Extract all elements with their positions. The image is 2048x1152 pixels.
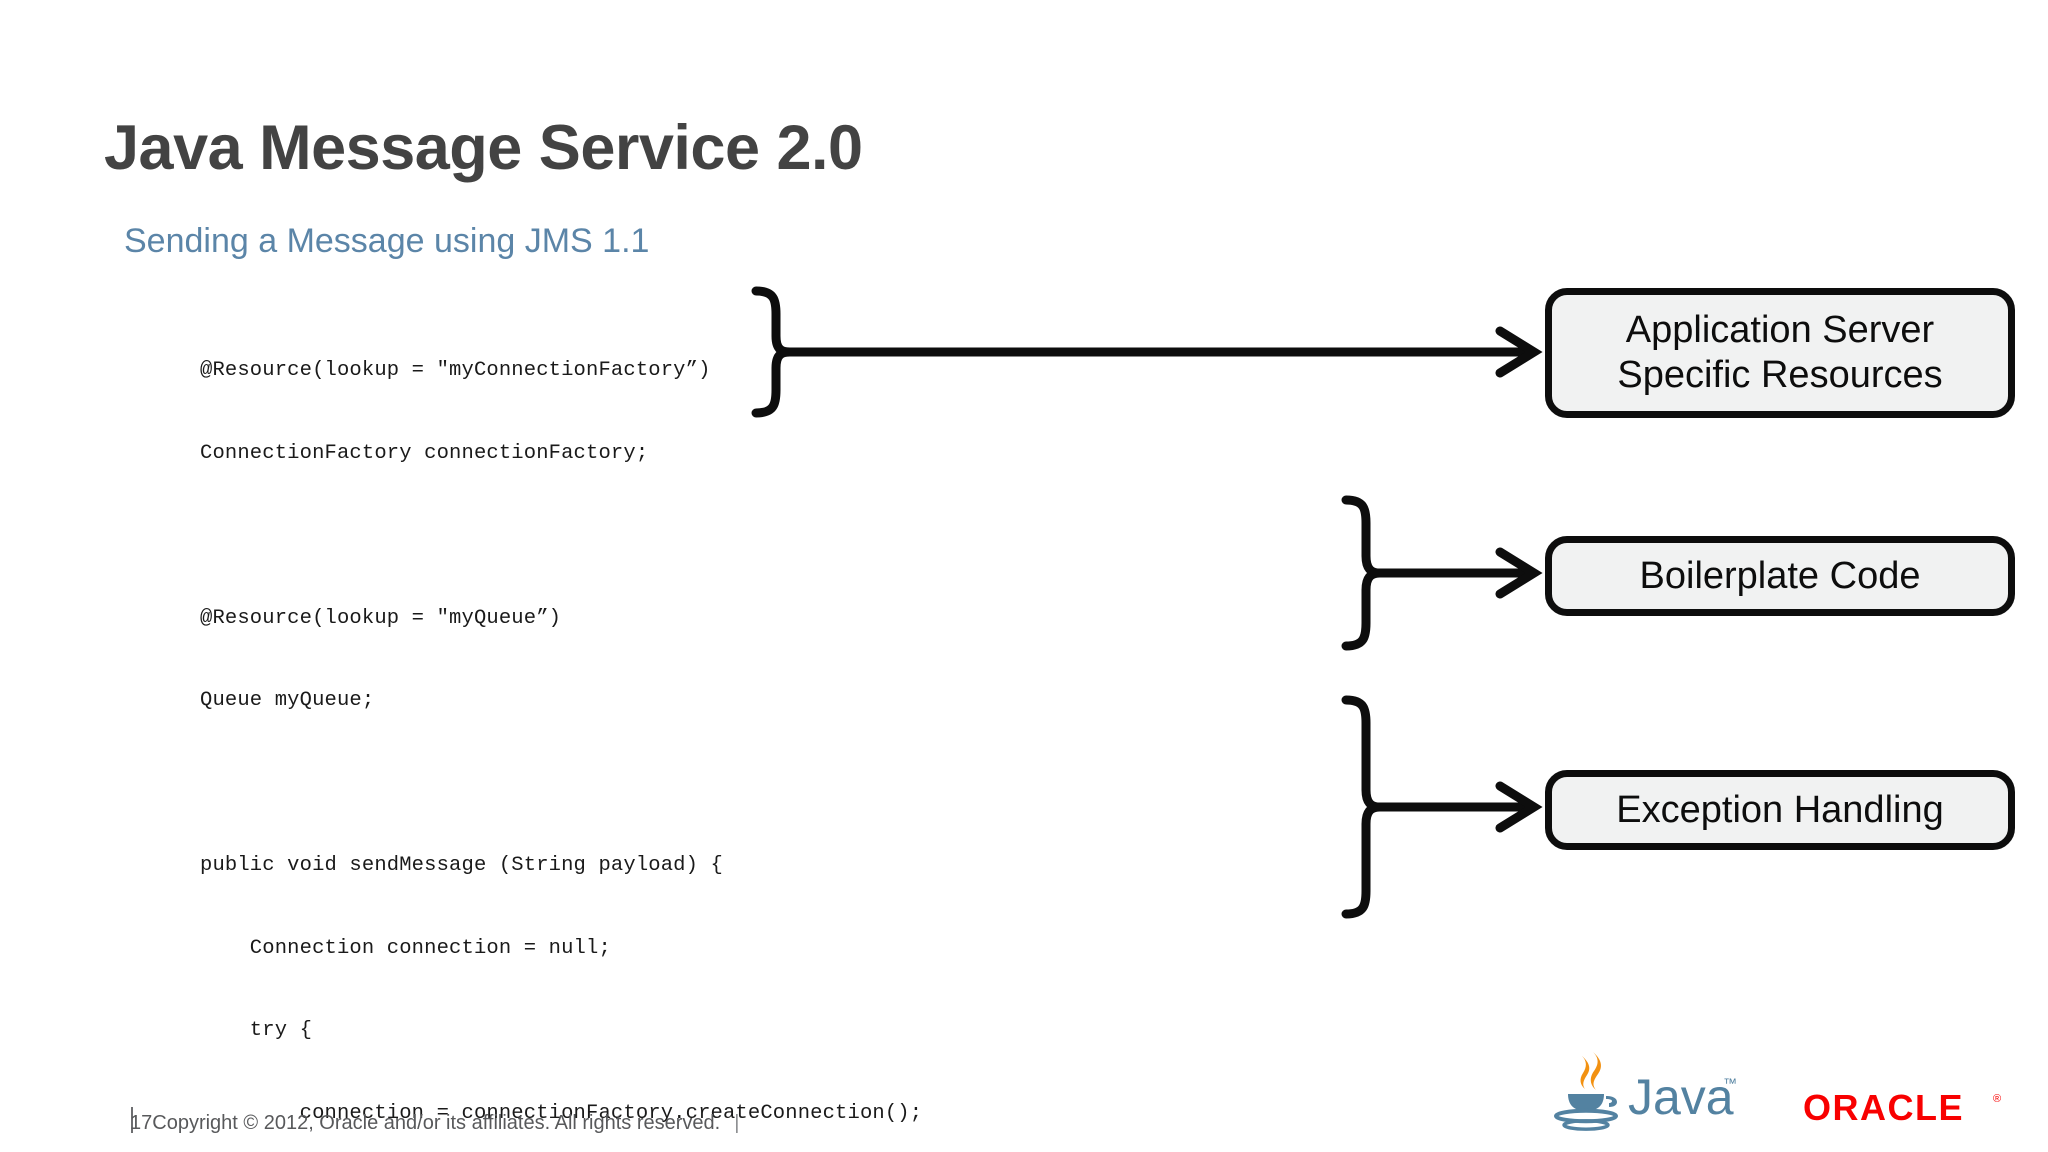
page-subtitle: Sending a Message using JMS 1.1 bbox=[124, 222, 650, 260]
copyright-text: Copyright © 2012, Oracle and/or its affi… bbox=[152, 1112, 721, 1134]
code-line: ConnectionFactory connectionFactory; bbox=[200, 441, 649, 465]
code-line: public void sendMessage (String payload)… bbox=[200, 854, 723, 877]
callout-exception-handling[interactable]: Exception Handling bbox=[1545, 770, 2015, 850]
code-line-blank bbox=[200, 770, 1246, 798]
code-line: @Resource(lookup = "myConnectionFactory”… bbox=[200, 359, 711, 382]
java-cup-icon bbox=[1554, 1052, 1618, 1131]
footer: 17Copyright © 2012, Oracle and/or its af… bbox=[130, 1112, 739, 1135]
code-line: Queue myQueue; bbox=[200, 689, 375, 712]
code-line: @Resource(lookup = "myQueue”) bbox=[200, 606, 562, 630]
callout-boilerplate-code[interactable]: Boilerplate Code bbox=[1545, 536, 2015, 616]
arrow-boilerplate bbox=[1378, 547, 1543, 599]
footer-separator: | bbox=[734, 1112, 740, 1134]
code-line-blank bbox=[200, 522, 1246, 550]
callout-application-server-specific-resources[interactable]: Application Server Specific Resources bbox=[1545, 288, 2015, 418]
code-block: @Resource(lookup = "myConnectionFactory”… bbox=[200, 302, 1246, 1152]
arrow-exception bbox=[1378, 781, 1543, 833]
code-line: try { bbox=[200, 1019, 313, 1042]
page-number: 17 bbox=[130, 1112, 153, 1134]
callout-line-1: Application Server bbox=[1625, 309, 1935, 352]
java-trademark-icon: ™ bbox=[1723, 1075, 1737, 1091]
page-title: Java Message Service 2.0 bbox=[104, 113, 863, 183]
java-logo: Java ™ bbox=[1554, 1052, 1737, 1131]
callout-label: Application Server Specific Resources bbox=[1617, 308, 1942, 398]
java-wordmark: Java bbox=[1628, 1069, 1734, 1125]
oracle-logo: ORACLE ® bbox=[1803, 1088, 2001, 1128]
callout-label: Exception Handling bbox=[1616, 788, 1944, 831]
callout-line-2: Specific Resources bbox=[1617, 354, 1943, 396]
code-line: Connection connection = null; bbox=[200, 936, 611, 960]
brace-exception bbox=[1341, 695, 1385, 919]
callout-label: Boilerplate Code bbox=[1639, 554, 1921, 597]
oracle-wordmark: ORACLE bbox=[1803, 1088, 1964, 1128]
footer-left-rule bbox=[131, 1107, 133, 1133]
code-line: connection = connectionFactory.createCon… bbox=[200, 1101, 923, 1125]
brace-boilerplate bbox=[1341, 495, 1385, 651]
registered-trademark-icon: ® bbox=[1993, 1093, 2001, 1105]
